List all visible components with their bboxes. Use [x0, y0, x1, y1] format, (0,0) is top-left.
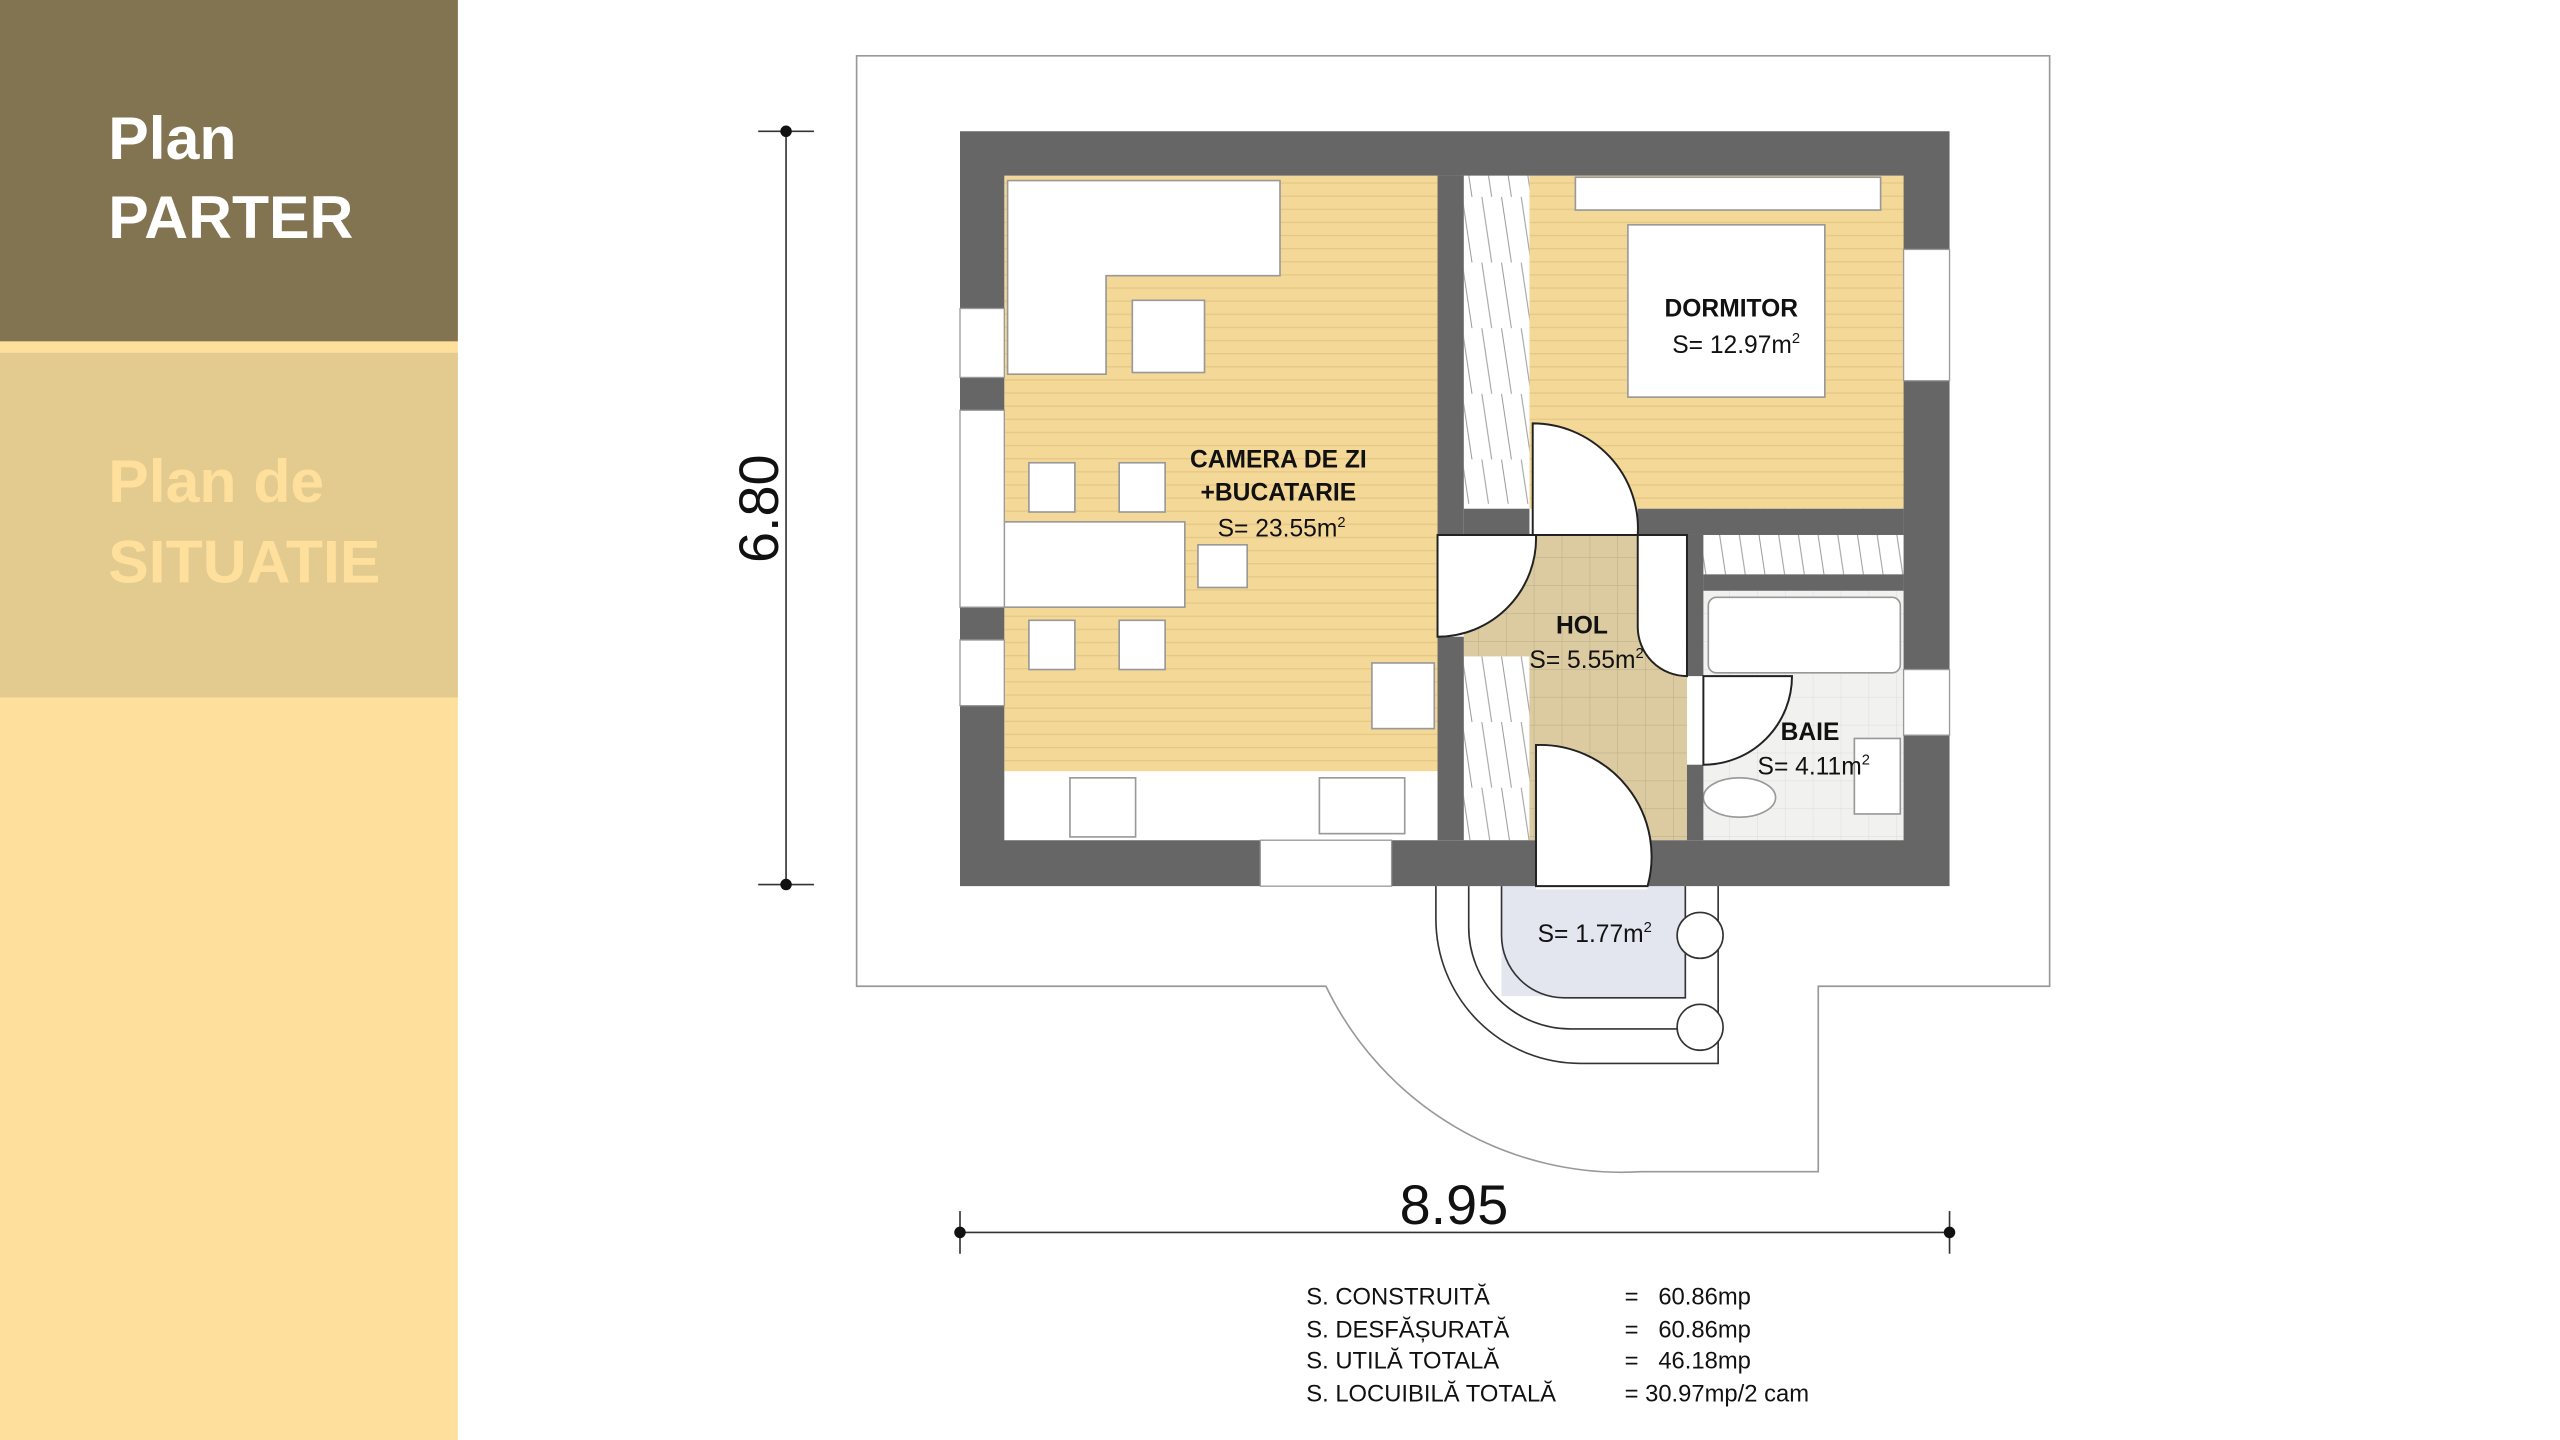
summary-value: = 60.86mp: [1625, 1316, 1751, 1343]
living-name: CAMERA DE ZI: [1190, 447, 1367, 474]
summary-value: = 46.18mp: [1625, 1348, 1751, 1375]
sidebar: Plan PARTER Plan de SITUATIE: [0, 0, 458, 1440]
hall-name: HOL: [1556, 612, 1608, 639]
chair: [1118, 619, 1166, 671]
bedroom-area: S= 12.97m2: [1672, 331, 1800, 359]
window-south: [1259, 839, 1393, 887]
porch-steps: [1435, 886, 1724, 1065]
washbasin: [1853, 737, 1902, 815]
furniture: [1003, 176, 1902, 838]
dimension-height: 6.80: [727, 125, 814, 891]
bath-name: BAIE: [1781, 719, 1840, 746]
nav-plan-parter-line2: PARTER: [108, 183, 353, 251]
nav-plan-parter-line1: Plan: [108, 104, 236, 172]
door-bathroom: [1702, 675, 1793, 766]
sofa: [1006, 179, 1281, 375]
area-summary: S. CONSTRUITĂ = 60.86mp S. DESFĂȘURATĂ =…: [1306, 1284, 1809, 1408]
window-west-3: [959, 639, 1005, 707]
bath-area: S= 4.11m2: [1758, 753, 1870, 781]
chair: [1028, 619, 1076, 671]
porch-floor: [1501, 886, 1686, 997]
chair: [1197, 544, 1248, 589]
summary-label: S. LOCUIBILĂ TOTALĂ: [1306, 1380, 1556, 1407]
hall-area: S= 5.55m2: [1529, 646, 1643, 674]
summary-value: = 60.86mp: [1625, 1284, 1751, 1311]
fridge: [1371, 662, 1436, 730]
nav-plan-situatie-line2: SITUATIE: [108, 528, 380, 596]
summary-label: S. UTILĂ TOTALĂ: [1306, 1348, 1499, 1375]
bathtub: [1707, 596, 1902, 674]
window-east-2: [1902, 668, 1951, 736]
nightstands: [1574, 176, 1882, 211]
window-west-2: [959, 409, 1005, 608]
bedroom-name: DORMITOR: [1665, 296, 1799, 323]
closet-left: [1463, 175, 1530, 504]
hall-closet: [1463, 656, 1530, 841]
armchair: [1131, 299, 1206, 374]
door-entrance: [1535, 744, 1653, 888]
chair: [1028, 461, 1076, 513]
dining-table: [1003, 521, 1186, 608]
window-east-1: [1902, 248, 1951, 382]
stove: [1069, 777, 1137, 838]
porch-area: S= 1.77m2: [1538, 920, 1652, 948]
room-labels: CAMERA DE ZI +BUCATARIE S= 23.55m2 DORMI…: [1190, 296, 1870, 948]
dimension-width: 8.95: [954, 1173, 1956, 1254]
window-west-1: [959, 307, 1005, 379]
width-label: 8.95: [1400, 1173, 1509, 1236]
door-bedroom: [1531, 422, 1639, 536]
chair: [1118, 461, 1166, 513]
living-area: S= 23.55m2: [1218, 515, 1346, 543]
site-outline: [855, 54, 2051, 1174]
nav-plan-situatie-line1: Plan de: [108, 447, 324, 515]
door-closet: [1636, 533, 1688, 678]
door-living: [1436, 533, 1537, 638]
summary-value: = 30.97mp/2 cam: [1625, 1380, 1809, 1407]
bed: [1627, 224, 1826, 398]
height-label: 6.80: [727, 454, 790, 563]
walls: [959, 131, 1951, 890]
doors: [1436, 422, 1793, 888]
sink: [1318, 777, 1406, 835]
living-name-2: +BUCATARIE: [1201, 480, 1357, 507]
nav-plan-situatie[interactable]: Plan de SITUATIE: [0, 352, 458, 698]
summary-label: S. CONSTRUITĂ: [1306, 1284, 1490, 1311]
summary-label: S. DESFĂȘURATĂ: [1306, 1316, 1509, 1343]
nav-plan-parter[interactable]: Plan PARTER: [0, 0, 458, 342]
toilet: [1702, 777, 1777, 819]
